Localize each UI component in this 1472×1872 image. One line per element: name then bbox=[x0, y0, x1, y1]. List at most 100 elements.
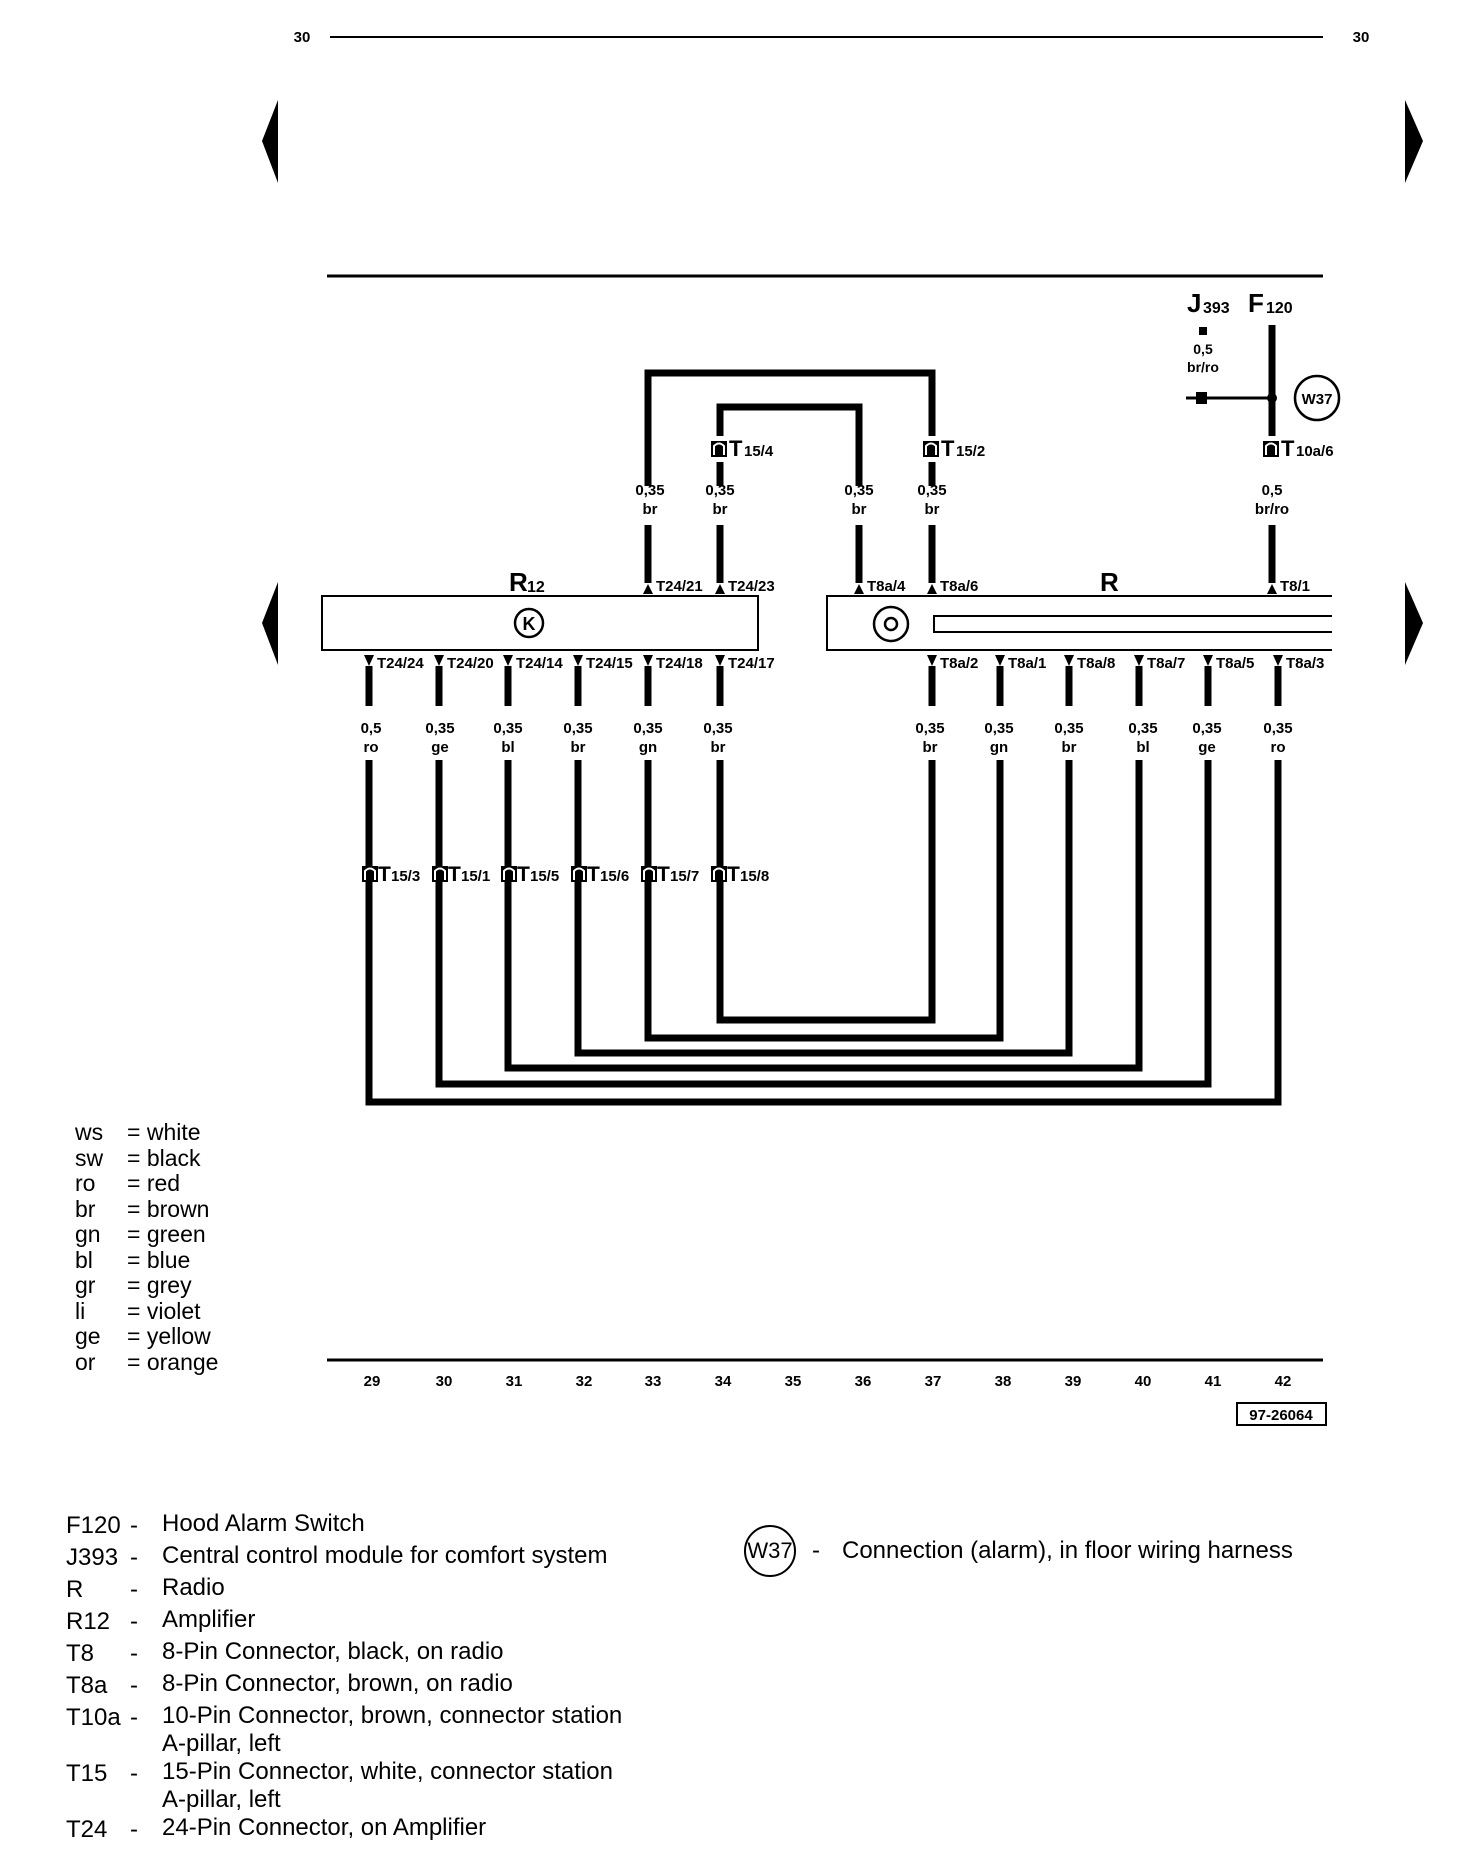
svg-text:40: 40 bbox=[1135, 1373, 1152, 1390]
t15-connectors: T 15/3 T 15/1 T 15/5 T 15/6 T 15/7 bbox=[362, 863, 769, 886]
connector-t10a-6: T 10a/6 bbox=[1263, 436, 1334, 461]
svg-text:J: J bbox=[1187, 288, 1201, 318]
radio-speaker-symbol bbox=[872, 605, 910, 643]
svg-text:T24/17: T24/17 bbox=[728, 655, 775, 672]
svg-text:39: 39 bbox=[1065, 1373, 1082, 1390]
r12-label: R 12 bbox=[509, 567, 545, 597]
w37-legend: W37 - Connection (alarm), in floor wirin… bbox=[744, 1525, 1293, 1577]
svg-text:gn: gn bbox=[990, 739, 1008, 756]
page-next-arrow-middle[interactable] bbox=[1405, 582, 1423, 665]
svg-text:0,5: 0,5 bbox=[1262, 482, 1283, 499]
page-prev-arrow-top[interactable] bbox=[262, 100, 278, 183]
svg-text:T24/15: T24/15 bbox=[586, 655, 633, 672]
connector-t15-6: T 15/6 bbox=[571, 863, 629, 886]
page-prev-arrow-middle[interactable] bbox=[262, 582, 278, 665]
svg-text:15/8: 15/8 bbox=[740, 868, 769, 885]
svg-text:T8a/2: T8a/2 bbox=[940, 655, 978, 672]
svg-text:T: T bbox=[378, 863, 391, 886]
svg-text:T: T bbox=[1281, 436, 1295, 461]
wire-gn-loop bbox=[644, 760, 1004, 1042]
legend-row: J393-Central control module for comfort … bbox=[66, 1542, 608, 1571]
svg-text:T24/14: T24/14 bbox=[516, 655, 563, 672]
figure-id-box bbox=[1236, 1402, 1327, 1426]
svg-text:38: 38 bbox=[995, 1373, 1012, 1390]
radio-r-box bbox=[826, 595, 1332, 651]
wire-loop-t15-4-to-t8a-4 bbox=[716, 403, 863, 486]
svg-text:T8a/5: T8a/5 bbox=[1216, 655, 1254, 672]
svg-text:0,35: 0,35 bbox=[705, 482, 734, 499]
svg-text:T8a/8: T8a/8 bbox=[1077, 655, 1115, 672]
f120-label: F 120 bbox=[1248, 288, 1293, 318]
svg-text:15/7: 15/7 bbox=[670, 868, 699, 885]
svg-text:15/2: 15/2 bbox=[956, 443, 985, 460]
svg-text:T24/21: T24/21 bbox=[656, 578, 703, 595]
svg-text:T24/24: T24/24 bbox=[377, 655, 424, 672]
svg-text:T8/1: T8/1 bbox=[1280, 578, 1310, 595]
svg-text:0,35: 0,35 bbox=[917, 482, 946, 499]
wire-loop-t24-21-to-t8a-6 bbox=[644, 369, 936, 486]
svg-text:br: br bbox=[571, 739, 586, 756]
page-next-arrow-top[interactable] bbox=[1405, 100, 1423, 183]
svg-text:31: 31 bbox=[506, 1373, 523, 1390]
connector-t15-1: T 15/1 bbox=[432, 863, 490, 886]
legend-row: R-Radio bbox=[66, 1574, 225, 1603]
wire-br2-loop bbox=[716, 760, 936, 1024]
top-wire-label-3: 0,35 br bbox=[844, 482, 873, 518]
j393-branch-terminal bbox=[1196, 392, 1207, 404]
svg-text:41: 41 bbox=[1205, 1373, 1222, 1390]
svg-text:T8a/3: T8a/3 bbox=[1286, 655, 1324, 672]
top-pin-t24-23: T24/23 bbox=[715, 578, 775, 595]
top-pin-t8a-6: T8a/6 bbox=[927, 578, 978, 595]
wire-br-loop bbox=[574, 760, 1073, 1057]
svg-text:T: T bbox=[517, 863, 530, 886]
svg-text:10a/6: 10a/6 bbox=[1296, 443, 1334, 460]
top-pin-t24-21: T24/21 bbox=[643, 578, 703, 595]
color-key-row: gn= green bbox=[75, 1221, 206, 1247]
wire-bl-loop bbox=[504, 760, 1143, 1072]
color-key-row: gr= grey bbox=[75, 1272, 192, 1298]
svg-text:0,35: 0,35 bbox=[844, 482, 873, 499]
j393-label: J 393 bbox=[1187, 288, 1230, 318]
svg-text:15/1: 15/1 bbox=[461, 868, 490, 885]
legend-row: T24-24-Pin Connector, on Amplifier bbox=[66, 1814, 487, 1843]
page-number-right: 30 bbox=[1353, 29, 1370, 46]
svg-text:br: br bbox=[925, 501, 940, 518]
top-wire-label-2: 0,35 br bbox=[705, 482, 734, 518]
svg-text:36: 36 bbox=[855, 1373, 872, 1390]
svg-text:393: 393 bbox=[1203, 300, 1230, 317]
svg-text:34: 34 bbox=[715, 1373, 732, 1390]
svg-text:ge: ge bbox=[431, 739, 449, 756]
connector-t15-7: T 15/7 bbox=[641, 863, 699, 886]
svg-text:0,35: 0,35 bbox=[633, 720, 662, 737]
page-number-left: 30 bbox=[294, 29, 311, 46]
top-pin-t8a-4: T8a/4 bbox=[854, 578, 906, 595]
svg-text:br: br bbox=[643, 501, 658, 518]
svg-text:33: 33 bbox=[645, 1373, 662, 1390]
svg-text:0,35: 0,35 bbox=[1054, 720, 1083, 737]
svg-text:T: T bbox=[657, 863, 670, 886]
connector-t15-5: T 15/5 bbox=[501, 863, 559, 886]
harness-wires bbox=[365, 760, 1282, 1106]
svg-text:29: 29 bbox=[364, 1373, 381, 1390]
color-key-row: or= orange bbox=[75, 1348, 219, 1375]
amplifier-k-symbol: K bbox=[513, 607, 545, 639]
svg-text:R: R bbox=[509, 567, 528, 597]
svg-text:T: T bbox=[587, 863, 600, 886]
svg-text:T: T bbox=[941, 436, 955, 461]
svg-text:K: K bbox=[523, 614, 536, 634]
svg-text:0,5: 0,5 bbox=[361, 720, 382, 737]
j393-wire-color: br/ro bbox=[1187, 359, 1219, 375]
svg-text:bl: bl bbox=[501, 739, 514, 756]
pin-stubs bbox=[365, 666, 1282, 706]
radio-display-slot bbox=[933, 615, 1332, 633]
svg-text:F: F bbox=[1248, 288, 1264, 318]
color-key-row: bl= blue bbox=[75, 1246, 191, 1273]
svg-text:T8a/7: T8a/7 bbox=[1147, 655, 1185, 672]
color-key-row: ws= white bbox=[75, 1119, 201, 1145]
svg-text:br: br bbox=[713, 501, 728, 518]
component-legend: F120-Hood Alarm Switch J393-Central cont… bbox=[66, 1510, 662, 1846]
connector-t15-3: T 15/3 bbox=[362, 863, 420, 886]
svg-text:0,35: 0,35 bbox=[425, 720, 454, 737]
